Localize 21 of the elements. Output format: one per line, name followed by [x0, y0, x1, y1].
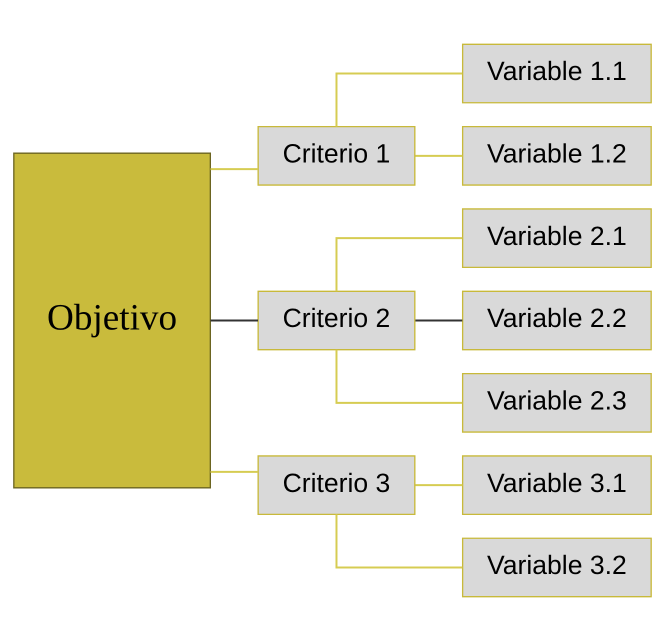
node-box: Variable 2.1	[462, 208, 652, 268]
node-box: Variable 1.2	[462, 126, 652, 186]
node-box: Variable 1.1	[462, 44, 652, 104]
connector	[415, 154, 462, 157]
connector	[415, 320, 462, 322]
connector	[210, 470, 258, 473]
connector	[415, 484, 462, 486]
connector	[336, 72, 462, 127]
node-box: Variable 2.3	[462, 372, 652, 433]
connector	[336, 237, 462, 292]
connector	[210, 320, 258, 322]
connector	[336, 350, 462, 404]
node-box: Objetivo	[13, 152, 211, 488]
node-box: Criterio 1	[257, 126, 416, 186]
node-box: Criterio 2	[257, 290, 416, 350]
connector	[210, 168, 258, 170]
node-box: Criterio 3	[257, 455, 416, 516]
connector	[336, 514, 462, 568]
node-box: Variable 3.2	[462, 538, 652, 598]
node-box: Variable 3.1	[462, 455, 652, 516]
node-box: Variable 2.2	[462, 290, 652, 350]
